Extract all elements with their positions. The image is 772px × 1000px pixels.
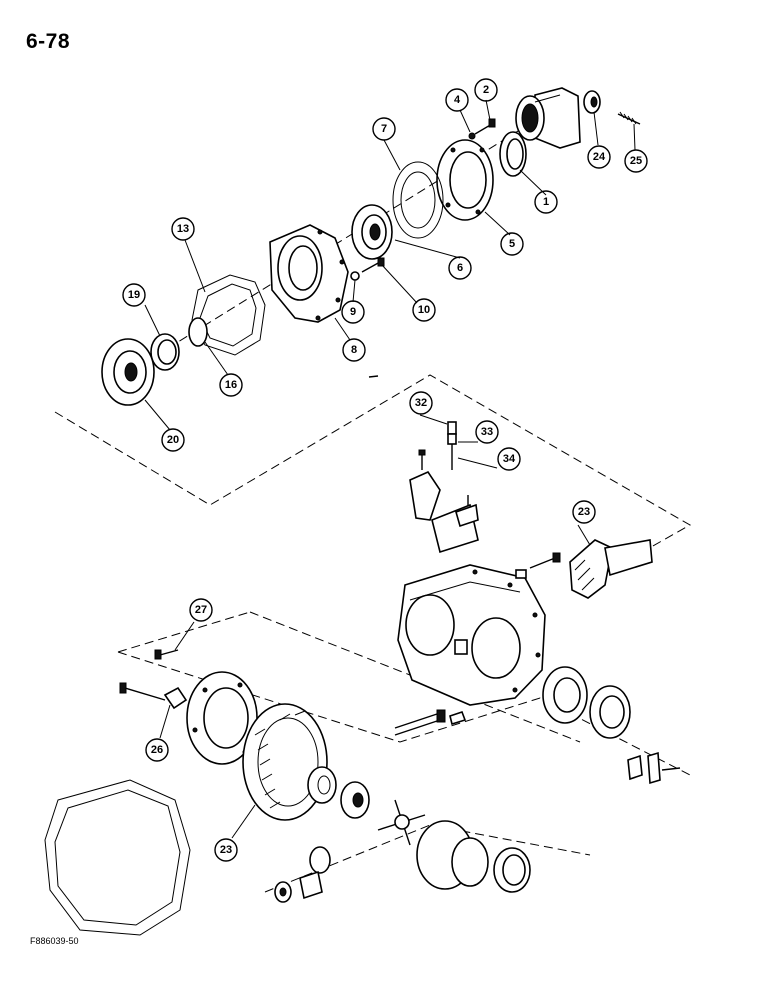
part-bearing-6 bbox=[351, 204, 393, 260]
svg-text:9: 9 bbox=[350, 306, 356, 318]
svg-text:4: 4 bbox=[454, 94, 461, 106]
callout-16: 16 bbox=[219, 373, 243, 397]
part-cover-gasket bbox=[44, 779, 191, 936]
part-pinion-23 bbox=[515, 539, 653, 599]
callout-7: 7 bbox=[372, 117, 396, 141]
callout-6: 6 bbox=[448, 256, 472, 280]
callout-20: 20 bbox=[161, 428, 185, 452]
callout-23-pinion: 23 bbox=[572, 500, 596, 524]
svg-text:10: 10 bbox=[418, 304, 430, 316]
part-yoke bbox=[515, 87, 581, 149]
callout-13: 13 bbox=[171, 217, 195, 241]
part-bolt-27 bbox=[119, 649, 188, 710]
part-ring-16 bbox=[188, 317, 208, 347]
stray-mark bbox=[368, 375, 379, 378]
svg-text:23: 23 bbox=[220, 844, 232, 856]
callout-26: 26 bbox=[145, 738, 169, 762]
part-side-gear bbox=[307, 766, 370, 819]
svg-text:32: 32 bbox=[415, 397, 427, 409]
part-bolt-10 bbox=[350, 257, 385, 281]
part-bearing-20 bbox=[101, 338, 155, 406]
callout-34: 34 bbox=[497, 447, 521, 471]
part-bolt-2 bbox=[468, 118, 496, 140]
part-spider bbox=[377, 799, 426, 846]
callout-23-ring-gear: 23 bbox=[214, 838, 238, 862]
callout-25: 25 bbox=[624, 149, 648, 173]
part-diff-case-right bbox=[416, 820, 531, 893]
svg-text:23: 23 bbox=[578, 506, 590, 518]
part-bracket bbox=[409, 470, 479, 554]
part-ring-gear-23 bbox=[242, 703, 328, 821]
part-right-bearing bbox=[542, 666, 681, 785]
page-number: 6-78 bbox=[26, 30, 71, 53]
callout-9: 9 bbox=[341, 300, 365, 324]
callout-8: 8 bbox=[342, 338, 366, 362]
part-pinion-gears-small bbox=[274, 846, 331, 903]
svg-text:6: 6 bbox=[457, 262, 463, 274]
callouts: 1 2 4 5 6 7 8 9 bbox=[122, 78, 648, 862]
part-diff-case bbox=[186, 671, 258, 765]
figure-code: F886039-50 bbox=[30, 936, 79, 946]
svg-text:24: 24 bbox=[593, 151, 606, 163]
svg-text:8: 8 bbox=[351, 344, 357, 356]
svg-text:5: 5 bbox=[509, 238, 515, 250]
callout-27: 27 bbox=[189, 598, 213, 622]
svg-text:33: 33 bbox=[481, 426, 493, 438]
svg-text:1: 1 bbox=[543, 196, 549, 208]
svg-text:25: 25 bbox=[630, 155, 642, 167]
part-long-bolt bbox=[394, 709, 467, 736]
part-fasteners-32-34 bbox=[418, 421, 469, 510]
svg-text:2: 2 bbox=[483, 84, 489, 96]
part-gasket-7 bbox=[392, 161, 444, 239]
callout-33: 33 bbox=[475, 420, 499, 444]
svg-text:7: 7 bbox=[381, 123, 387, 135]
part-cup-19 bbox=[150, 333, 180, 371]
leader-lines bbox=[144, 99, 636, 839]
svg-text:26: 26 bbox=[151, 744, 163, 756]
callout-19: 19 bbox=[122, 283, 146, 307]
callout-10: 10 bbox=[412, 298, 436, 322]
svg-text:20: 20 bbox=[167, 434, 179, 446]
svg-text:27: 27 bbox=[195, 604, 207, 616]
svg-text:16: 16 bbox=[225, 379, 237, 391]
part-carrier-housing bbox=[397, 564, 546, 706]
callout-5: 5 bbox=[500, 232, 524, 256]
svg-text:34: 34 bbox=[503, 453, 516, 465]
callout-2: 2 bbox=[474, 78, 498, 102]
svg-text:13: 13 bbox=[177, 223, 189, 235]
callout-24: 24 bbox=[587, 145, 611, 169]
callout-1: 1 bbox=[534, 190, 558, 214]
callout-4: 4 bbox=[445, 88, 469, 112]
part-housing-8 bbox=[269, 224, 349, 323]
part-seal-1 bbox=[499, 131, 527, 177]
part-retainer-5 bbox=[436, 139, 494, 221]
svg-text:19: 19 bbox=[128, 289, 140, 301]
part-pin-25 bbox=[617, 111, 641, 125]
part-nut-24 bbox=[583, 90, 601, 114]
callout-32: 32 bbox=[409, 391, 433, 415]
